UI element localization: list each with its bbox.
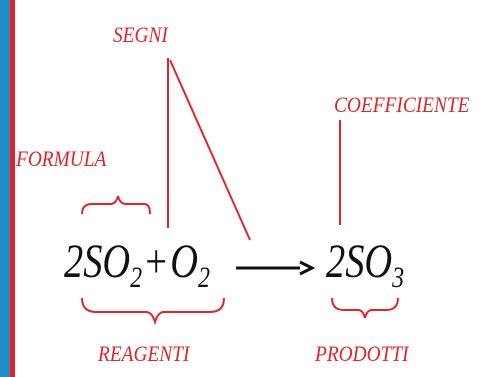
product-formula: SO xyxy=(345,235,393,288)
label-formula: FORMULA xyxy=(16,146,107,171)
plus-sign: + xyxy=(145,235,167,288)
reaction-arrow xyxy=(236,260,316,276)
label-reagenti: REAGENTI xyxy=(98,341,190,366)
reactants-expression: 2SO2+O2 xyxy=(64,235,210,293)
label-segni: SEGNI xyxy=(113,22,168,47)
formula-brace xyxy=(81,195,151,215)
side-bar-blue xyxy=(0,0,10,377)
product-coefficient: 2 xyxy=(326,235,346,288)
reactant2-subscript: 2 xyxy=(197,261,210,294)
product-subscript: 3 xyxy=(392,261,405,294)
segni-line-arrow xyxy=(169,59,251,241)
label-prodotti: PRODOTTI xyxy=(315,341,409,366)
reactant1-subscript: 2 xyxy=(130,261,143,294)
reactant2-formula: O xyxy=(170,235,198,288)
side-bar-red xyxy=(10,0,15,377)
reagenti-brace xyxy=(81,297,225,326)
prodotti-brace xyxy=(331,297,399,319)
reactant1-formula: SO xyxy=(83,235,131,288)
product-expression: 2SO3 xyxy=(326,235,404,293)
reactant1-coefficient: 2 xyxy=(64,235,84,288)
label-coefficiente: COEFFICIENTE xyxy=(334,92,470,117)
